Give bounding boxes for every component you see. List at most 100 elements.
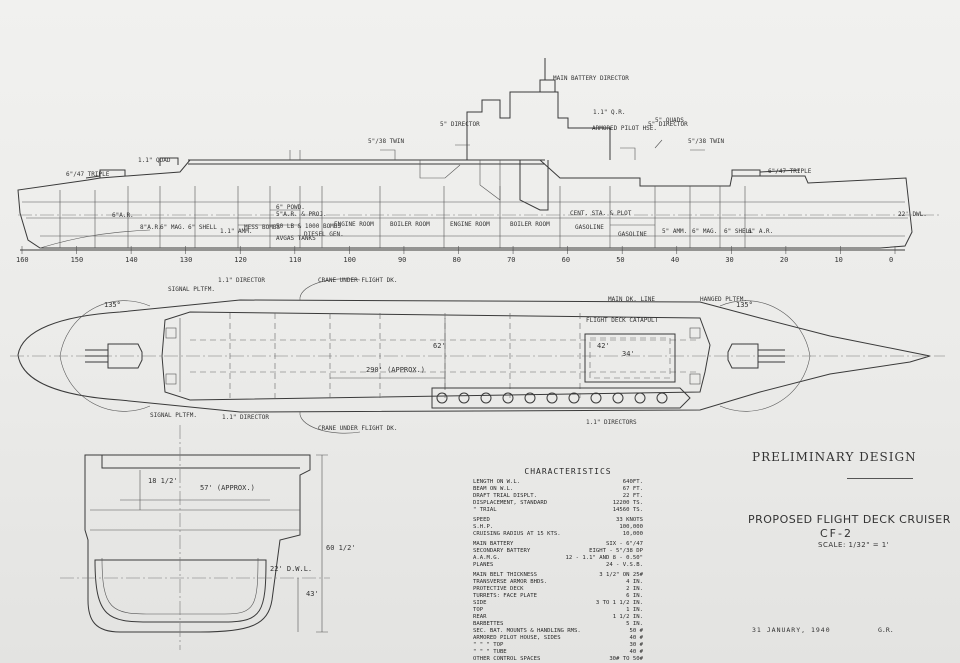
profile-label: MAIN BATTERY DIRECTOR <box>553 75 629 82</box>
characteristic-row: S.H.P.100,000 <box>473 524 683 531</box>
compartment-label: 6" A.R. <box>748 228 773 235</box>
aa-mount <box>568 392 580 404</box>
scale-tick-label: 30 <box>725 256 733 264</box>
characteristic-key: SEC. BAT. MOUNTS & HANDLING RMS. <box>473 628 581 634</box>
compartment-label: 8"A.R. <box>140 224 162 231</box>
plan-label: 1.1" DIRECTORS <box>586 419 637 426</box>
scale-tick-label: 100 <box>343 256 356 264</box>
plan-label: FLIGHT DECK CATAPULT <box>586 317 659 324</box>
characteristic-value: 12 - 1.1" AND 8 - 0.50" <box>565 555 643 561</box>
compartment-label: 6" MAG. <box>160 224 185 231</box>
aa-mount <box>590 392 602 404</box>
characteristic-row: TURRETS: FACE PLATE 6 IN. <box>473 593 683 600</box>
profile-label: 5" QUADS <box>655 117 684 124</box>
characteristic-key: DRAFT TRIAL DISPLT. <box>473 493 537 499</box>
characteristic-value: 2 IN. <box>626 586 643 592</box>
plan-label: CRANE UNDER FLIGHT DK. <box>318 277 397 284</box>
scale-tick-label: 60 <box>562 256 570 264</box>
compartment-label: GASOLINE <box>618 231 647 238</box>
drawing-date: 31 JANUARY, 1940 <box>752 626 831 634</box>
characteristic-key: SECONDARY BATTERY <box>473 548 531 554</box>
aa-mount <box>458 392 470 404</box>
characteristic-value: 22 FT. <box>622 493 643 499</box>
characteristic-value: 6 IN. <box>626 593 643 599</box>
compartment-label: AVGAS TANKS <box>276 235 316 242</box>
aa-mount <box>634 392 646 404</box>
compartment-label: 5" AMM. <box>662 228 687 235</box>
compartment-label: 6" MAG. <box>692 228 717 235</box>
plan-label: 1.1" DIRECTOR <box>218 277 265 284</box>
characteristic-value: 3 1/2" ON 25# <box>599 572 643 578</box>
section-label: 60 1/2' <box>326 544 356 552</box>
compartment-label: 6" SHELL <box>724 228 753 235</box>
characteristic-value: 5 IN. <box>626 621 643 627</box>
compartment-label: 50 LB & 1000 BOMBS <box>276 223 341 230</box>
scale-tick-label: 150 <box>71 256 84 264</box>
characteristic-key: OTHER CONTROL SPACES <box>473 656 541 662</box>
plan-label: SIGNAL PLTFM. <box>150 412 197 419</box>
characteristic-value: 12200 TS. <box>612 500 643 506</box>
compartment-label: 6" POWD. <box>276 204 305 211</box>
characteristic-key: LENGTH ON W.L. <box>473 479 521 485</box>
aa-mount <box>436 392 448 404</box>
characteristic-value: 50 # <box>629 628 643 634</box>
characteristic-value: 40 # <box>629 649 643 655</box>
scale-tick-label: 40 <box>671 256 679 264</box>
title-underline <box>847 478 913 479</box>
plan-label: HANGED PLTFM. <box>700 296 747 303</box>
plan-label: 34' <box>622 350 635 358</box>
characteristic-key: MAIN BATTERY <box>473 541 514 547</box>
drafter-initials: G.R. <box>878 626 894 634</box>
compartment-label: MESS BOMBS <box>244 224 281 231</box>
characteristic-row: DRAFT TRIAL DISPLT. 22 FT. <box>473 493 683 500</box>
profile-label: 6"/47 TRIPLE <box>66 171 110 178</box>
scale-tick-label: 90 <box>398 256 406 264</box>
characteristics-table: CHARACTERISTICS LENGTH ON W.L.640FT.BEAM… <box>473 467 683 663</box>
characteristic-value: 1 IN. <box>626 607 643 613</box>
characteristic-key: SIDE <box>473 600 487 606</box>
characteristic-row: TRANSVERSE ARMOR BHDS.4 IN. <box>473 579 683 586</box>
section-label: 18 1/2' <box>148 477 178 485</box>
plan-label: 135° <box>736 301 753 309</box>
characteristic-value: EIGHT - 5"/38 DP <box>589 548 643 554</box>
flight-deck-plan <box>10 278 945 434</box>
compartment-label: GASOLINE <box>575 224 604 231</box>
aa-mount <box>502 392 514 404</box>
characteristic-row: PROTECTIVE DECK 2 IN. <box>473 586 683 593</box>
characteristic-value: 24 - V.S.B. <box>605 562 643 568</box>
characteristic-row: DISPLACEMENT, STANDARD 12200 TS. <box>473 500 683 507</box>
inboard-profile <box>17 58 940 254</box>
characteristic-key: A.A.M.G. <box>473 555 500 561</box>
characteristic-key: PROTECTIVE DECK <box>473 586 524 592</box>
drawing-title: PROPOSED FLIGHT DECK CRUISER <box>748 513 951 526</box>
characteristic-row: ARMORED PILOT HOUSE, SIDES 40 # <box>473 635 683 642</box>
profile-label: 6"/47 TRIPLE <box>768 168 812 175</box>
characteristic-key: S.H.P. <box>473 524 494 530</box>
section-label: 22' D.W.L. <box>270 565 312 573</box>
characteristic-value: 10,000 <box>622 531 643 537</box>
aa-mount <box>656 392 668 404</box>
characteristic-key: DISPLACEMENT, STANDARD <box>473 500 548 506</box>
characteristic-value: 40 # <box>629 635 643 641</box>
scale-tick-label: 110 <box>289 256 302 264</box>
characteristic-key: BARBETTES <box>473 621 504 627</box>
characteristic-value: 30# TO 50# <box>609 656 643 662</box>
characteristic-key: BEAM ON W.L. <box>473 486 514 492</box>
characteristic-key: ARMORED PILOT HOUSE, SIDES <box>473 635 561 641</box>
island-mounts <box>436 392 668 404</box>
characteristic-key: TURRETS: FACE PLATE <box>473 593 537 599</box>
compartment-label: BOILER ROOM <box>390 221 430 228</box>
characteristic-value: SIX - 6"/47 <box>605 541 643 547</box>
characteristic-row: SEC. BAT. MOUNTS & HANDLING RMS. 50 # <box>473 628 683 635</box>
compartment-label: 5"A.R. & PROJ. <box>276 211 327 218</box>
compartment-label: 1.1" AMM. <box>220 228 253 235</box>
characteristic-key: REAR <box>473 614 487 620</box>
aa-mount <box>480 392 492 404</box>
characteristic-key: SPEED <box>473 517 490 523</box>
compartment-label: 6"A.R. <box>112 212 134 219</box>
